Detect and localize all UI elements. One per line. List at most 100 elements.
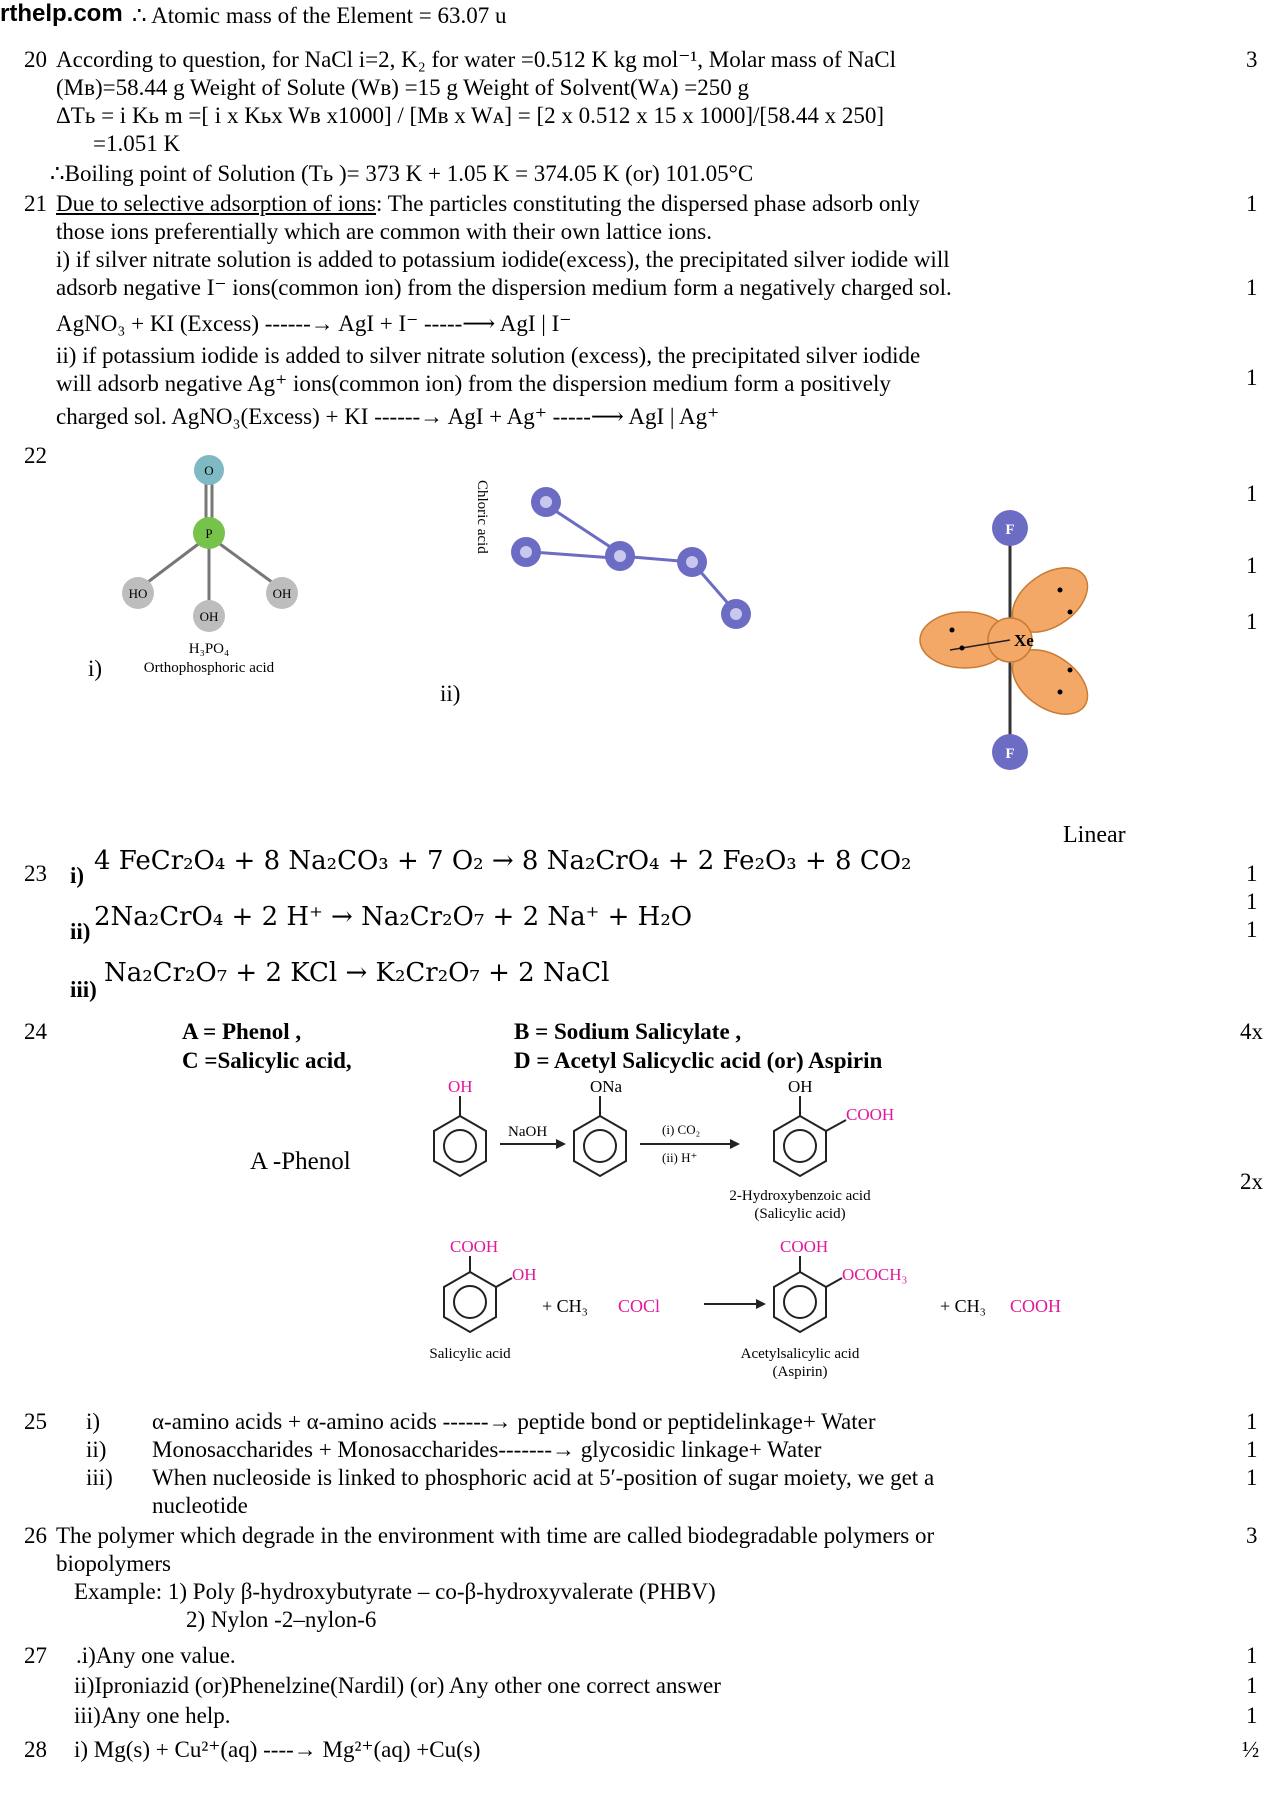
q26-line-1: The polymer which degrade in the environ… (56, 1523, 935, 1548)
q24-number: 24 (24, 1019, 47, 1044)
q23-equation-1: 4 FeCr₂O₄ + 8 Na₂CO₃ + 7 O₂ → 8 Na₂CrO₄ … (94, 846, 912, 876)
atom-label-xe: Xe (1014, 631, 1034, 650)
q24-mark-2: 2x (1240, 1169, 1263, 1194)
cocl-label: COCl (618, 1296, 660, 1316)
atom-label-p: P (205, 526, 212, 541)
q23-number: 23 (24, 861, 47, 886)
aromatic-circle-1 (443, 1129, 477, 1163)
q25-label-ii: ii) (86, 1437, 107, 1462)
q27-mark-2: 1 (1246, 1673, 1258, 1698)
benzene-ring-phenoxide (573, 1114, 627, 1178)
aspirin-name-2: (Aspirin) (773, 1364, 828, 1380)
q20-line-2: (Mʙ)=58.44 g Weight of Solute (Wʙ) =15 g… (56, 75, 750, 100)
q25-mark-1: 1 (1246, 1409, 1258, 1434)
q21-mark-2: 1 (1246, 275, 1258, 300)
reactant-name: Salicylic acid (429, 1346, 511, 1362)
q23-equation-2: 2Na₂CrO₄ + 2 H⁺ → Na₂Cr₂O₇ + 2 Na⁺ + H₂O (94, 902, 693, 932)
oxygen-atom-2-core (520, 546, 532, 558)
aromatic-circle-4 (453, 1285, 487, 1319)
atom-label-oh-right: OH (273, 586, 292, 601)
phosphorus-atom (193, 517, 225, 549)
q25-text-3b: nucleotide (152, 1493, 248, 1518)
atom-label-f-bottom: F (1005, 746, 1014, 762)
hydroxyl-atom-left (122, 577, 154, 609)
benzene-ring-phenol (433, 1114, 487, 1178)
q21-number: 21 (24, 191, 47, 216)
q26-line-2: biopolymers (56, 1551, 171, 1576)
cooh-byproduct: COOH (1010, 1296, 1061, 1316)
q24-answer-d: D = Acetyl Salicyclic acid (or) Aspirin (514, 1048, 883, 1073)
chloric-acid-label: Chloric acid (474, 480, 490, 554)
cooh-label-2: COOH (450, 1237, 498, 1256)
plus-ch3-label: + CH₃ (542, 1296, 588, 1316)
q23-equation-3: Na₂Cr₂O₇ + 2 KCl → K₂Cr₂O₇ + 2 NaCl (104, 958, 610, 988)
q26-line-3: Example: 1) Poly β-hydroxybutyrate – co-… (74, 1579, 716, 1604)
oh-label-1: OH (448, 1077, 473, 1096)
q22-mark-1: 1 (1246, 481, 1258, 506)
q21-line-6: ii) if potassium iodide is added to silv… (56, 343, 921, 368)
chloric-acid-structure: Chloric acid (474, 480, 751, 629)
q25-label-i: i) (86, 1409, 101, 1434)
fluorine-atom-top (992, 510, 1028, 546)
oxygen-atom-3-core (686, 556, 698, 568)
q21-line-2: those ions preferentially which are comm… (56, 219, 712, 244)
xef2-shape-label: Linear (1063, 822, 1126, 848)
product-name-1: 2-Hydroxybenzoic acid (729, 1188, 871, 1204)
q20-line-5: ∴Boiling point of Solution (Tь )= 373 K … (50, 161, 754, 186)
q23-label-ii: ii) (70, 919, 91, 944)
q22-label-i: i) (88, 656, 103, 681)
chlorine-atom-core (614, 550, 626, 562)
q28-mark: ½ (1242, 1737, 1260, 1762)
q20-number: 20 (24, 47, 47, 72)
q27-line-1: .i)Any one value. (76, 1643, 236, 1668)
salicylic-to-aspirin-scheme: COOH OH + CH₃ COCl COOH OCOCH₃ + CH₃ COO… (429, 1237, 1061, 1380)
aromatic-circle-3 (783, 1129, 817, 1163)
cooh-label-3: COOH (780, 1237, 828, 1256)
atom-label-o: O (204, 463, 213, 478)
q25-mark-3: 1 (1246, 1465, 1258, 1490)
q21-line-5: AgNO₃ + KI (Excess) ------→ AgI + I⁻ ---… (56, 311, 572, 336)
q24-answer-b: B = Sodium Salicylate , (514, 1019, 742, 1044)
q20-line-1: According to question, for NaCl i=2, K₂ … (56, 47, 896, 72)
previous-result-line: ∴ Atomic mass of the Element = 63.07 u (132, 3, 507, 28)
q22-mark-2: 1 (1246, 553, 1258, 578)
q24-answer-a: A = Phenol , (182, 1019, 302, 1044)
ona-label: ONa (590, 1077, 623, 1096)
q25-text-2: Monosaccharides + Monosaccharides-------… (152, 1437, 822, 1462)
benzene-ring-aspirin (773, 1270, 827, 1334)
q21-line-4: adsorb negative I⁻ ions(common ion) from… (56, 275, 952, 300)
xef2-structure: Xe F F (919, 510, 1089, 770)
q28-number: 28 (24, 1737, 47, 1762)
q23-mark-3: 1 (1246, 917, 1258, 942)
phenol-to-salicylic-acid-scheme: OH ONa OH COOH NaOH (i) CO₂ (ii) H⁺ 2-Hy… (433, 1077, 894, 1222)
hplus-reagent: (ii) H⁺ (662, 1150, 697, 1165)
aromatic-circle-5 (783, 1285, 817, 1319)
q27-mark-1: 1 (1246, 1643, 1258, 1668)
q21-line-1-rest: : The particles constituting the dispers… (376, 191, 920, 216)
q21-line-7: will adsorb negative Ag⁺ ions(common ion… (56, 371, 891, 396)
atom-label-ho: HO (129, 586, 148, 601)
q21-mark-3: 1 (1246, 365, 1258, 390)
site-watermark: rthelp.com (0, 0, 123, 27)
product-name-2: (Salicylic acid) (754, 1206, 845, 1222)
hydroxyl-atom-right (266, 577, 298, 609)
atom-label-f-top: F (1005, 522, 1014, 538)
aspirin-name-1: Acetylsalicylic acid (741, 1346, 860, 1362)
co2-reagent: (i) CO₂ (662, 1122, 700, 1137)
q25-text-3a: When nucleoside is linked to phosphoric … (152, 1465, 935, 1490)
q25-label-iii: iii) (86, 1465, 113, 1490)
q20-line-4: =1.051 K (93, 131, 181, 156)
orthophosphoric-acid-structure: O P HO OH OH H₃PO₄ Orthophosphoric acid (122, 455, 298, 676)
hydroxyl-atom-bottom (193, 600, 225, 632)
oh-label-2: OH (788, 1077, 813, 1096)
q24-phenol-label: A -Phenol (250, 1148, 351, 1175)
h3po4-name: Orthophosphoric acid (144, 660, 275, 676)
q26-line-4: 2) Nylon -2–nylon-6 (186, 1607, 377, 1632)
q26-number: 26 (24, 1523, 47, 1548)
ococh3-label: OCOCH₃ (842, 1265, 908, 1284)
q20-mark: 3 (1246, 47, 1258, 72)
q27-mark-3: 1 (1246, 1703, 1258, 1728)
benzene-ring-reactant (443, 1270, 497, 1334)
q23-mark-2: 1 (1246, 889, 1258, 914)
atom-label-oh-bottom: OH (200, 609, 219, 624)
